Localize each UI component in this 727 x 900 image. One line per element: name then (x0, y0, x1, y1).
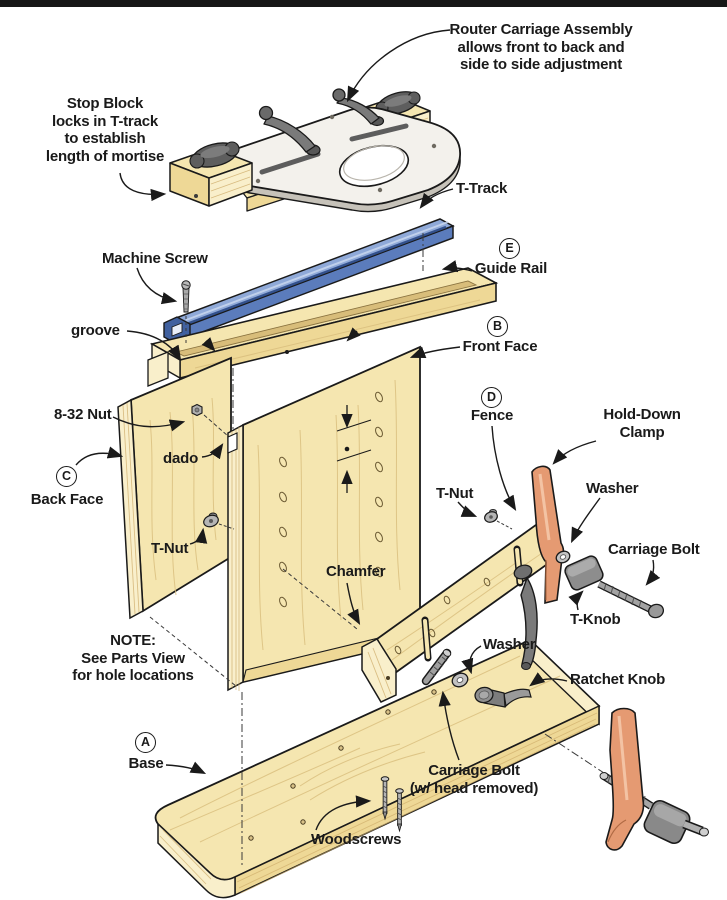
ratchet-knob (474, 686, 532, 708)
carriage-plate (232, 106, 461, 213)
leader-machine-screw (136, 267, 178, 305)
leader-guide-rail (441, 260, 473, 273)
leader-stop-block (119, 172, 167, 202)
label-t-nut-right: T-Nut (436, 485, 474, 502)
fence-board (361, 520, 562, 703)
leader-chamfer (346, 582, 361, 626)
top-border-bar (0, 0, 727, 7)
callout-letter-d: D (481, 387, 502, 408)
t-knob-icon (643, 799, 691, 845)
stop-block-left (169, 141, 253, 207)
leader-8-32-nut (112, 416, 186, 432)
lever-clamp-icon (258, 88, 385, 156)
washer-upper (555, 550, 571, 564)
router-carriage-assembly (169, 88, 461, 213)
leader-groove (126, 330, 182, 361)
machine-screw (181, 280, 191, 313)
label-chamfer: Chamfer (326, 563, 386, 580)
label-note: NOTE: See Parts View for hole locations (72, 632, 194, 685)
callout-letter-b: B (487, 316, 508, 337)
label-fence: Fence (470, 407, 514, 424)
leader-t-track (419, 188, 454, 209)
label-machine-screw: Machine Screw (102, 250, 208, 267)
label-woodscrews: Woodscrews (311, 831, 402, 848)
groove-pointer-arrows (201, 327, 361, 352)
leader-woodscrews (315, 795, 372, 831)
label-dado: dado (163, 450, 199, 467)
fence-lever-clamp (513, 564, 538, 670)
leader-fence (491, 425, 517, 511)
back-face-panel (117, 356, 232, 620)
label-washer-lower: Washer (483, 636, 536, 653)
guide-rail (147, 267, 499, 387)
woodscrews (380, 776, 404, 833)
label-groove: groove (71, 322, 120, 339)
label-guide-rail: Guide Rail (474, 260, 548, 277)
leader-washer-upper (571, 497, 601, 544)
leader-base (165, 761, 207, 775)
hole-pattern (279, 391, 383, 608)
wing-knob-icon (189, 141, 240, 169)
label-ratchet-knob: Ratchet Knob (570, 671, 666, 688)
leader-t-nut-left (189, 527, 208, 545)
label-front-face: Front Face (462, 338, 538, 355)
callout-letter-e: E (499, 238, 520, 259)
label-t-knob: T-Knob (570, 611, 621, 628)
clamp-assembly-detail (599, 707, 709, 851)
leader-back-face (75, 446, 124, 466)
label-washer-upper: Washer (586, 480, 639, 497)
leader-t-knob (568, 590, 584, 611)
label-carriage-bolt-headless: Carriage Bolt (w/ head removed) (409, 762, 539, 797)
nut-8-32 (191, 403, 203, 417)
fence-holes (394, 577, 491, 655)
label-t-track: T-Track (456, 180, 508, 197)
t-nut-left (203, 512, 219, 528)
callout-letter-c: C (56, 466, 77, 487)
leader-lines (75, 29, 661, 831)
wing-knob-icon (375, 91, 421, 115)
t-nut-right (484, 508, 498, 523)
screw-holes (248, 689, 437, 841)
leader-washer-lower (461, 645, 482, 675)
callout-letter-a: A (135, 732, 156, 753)
leader-t-nut-right (457, 501, 478, 517)
alignment-lines (149, 233, 605, 866)
washer-lower (451, 672, 469, 688)
carriage-bolt-headless (421, 648, 452, 686)
leader-ratchet-knob (529, 672, 568, 687)
leader-carriage-bolt (645, 559, 661, 586)
label-carriage-bolt: Carriage Bolt (608, 541, 700, 558)
leader-router-carriage (347, 29, 451, 103)
label-hold-down-clamp: Hold-Down Clamp (603, 406, 681, 441)
leader-carriage-bolt-headless (438, 690, 460, 761)
label-stop-block-note: Stop Block locks in T-track to establish… (45, 95, 165, 166)
leader-hold-down-clamp (552, 440, 597, 465)
dado-notch (227, 432, 238, 454)
t-knob-with-carriage-bolt (564, 555, 665, 619)
label-router-carriage-note: Router Carriage Assembly allows front to… (449, 21, 633, 74)
t-track (163, 218, 455, 345)
dado-dimension-arrows (336, 405, 372, 493)
label-back-face: Back Face (30, 491, 104, 508)
label-8-32-nut: 8-32 Nut (54, 406, 112, 423)
label-base: Base (128, 755, 164, 772)
label-t-nut-left: T-Nut (151, 540, 189, 557)
leader-dado (201, 443, 224, 460)
leader-front-face (409, 346, 461, 359)
hold-down-clamp (531, 465, 565, 605)
